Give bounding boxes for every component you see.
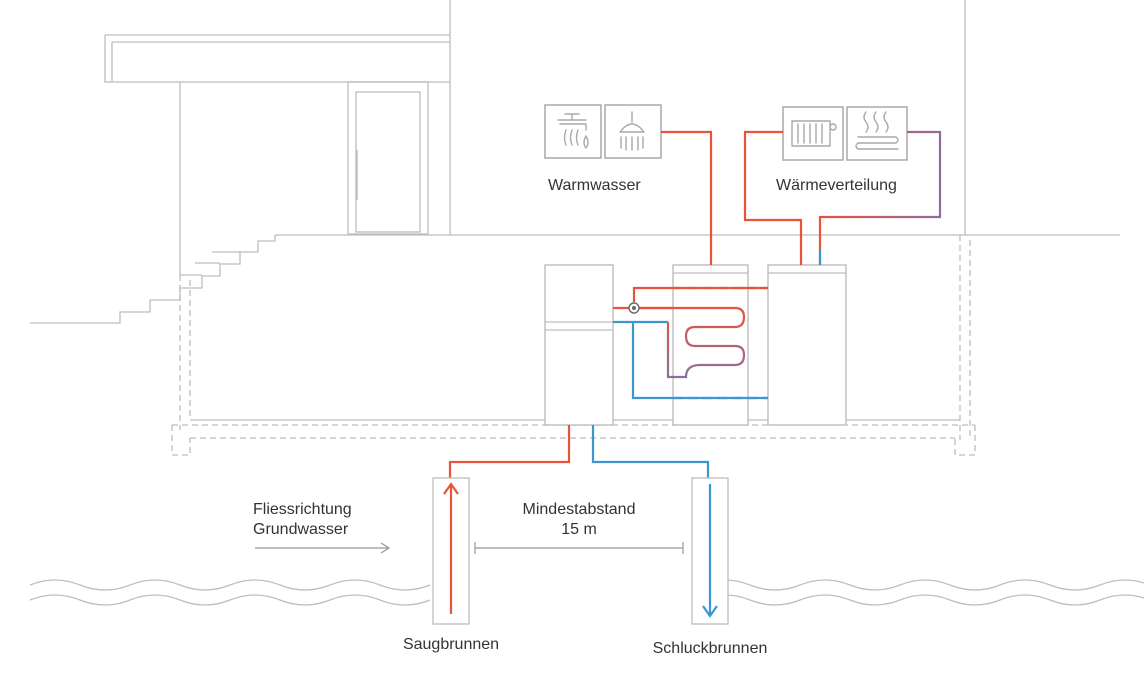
- label-saugbrunnen: Saugbrunnen: [403, 636, 499, 653]
- label-warmwasser: Warmwasser: [548, 177, 641, 194]
- floor-heating-icon: [846, 106, 908, 161]
- label-min-distance-2: 15 m: [561, 521, 597, 538]
- faucet-icon: [544, 104, 602, 159]
- radiator-icon: [782, 106, 844, 161]
- label-min-distance-1: Mindestabstand: [523, 501, 636, 518]
- heat-pump-unit: [544, 264, 614, 426]
- shower-icon: [604, 104, 662, 159]
- label-schluckbrunnen: Schluckbrunnen: [653, 640, 768, 657]
- buffer-tank: [767, 264, 847, 426]
- suction-well: [432, 477, 470, 625]
- groundwater-waves: [29, 579, 1144, 606]
- label-flow-direction-1: Fliessrichtung: [253, 501, 352, 518]
- injection-well: [691, 477, 729, 625]
- distance-indicator: [474, 542, 684, 554]
- flow-direction-arrow: [255, 542, 391, 554]
- groundwater-pipes: [448, 425, 710, 478]
- label-flow-direction-2: Grundwasser: [253, 521, 349, 538]
- heating-pipes: [613, 130, 942, 400]
- label-waermeverteilung: Wärmeverteilung: [776, 177, 897, 194]
